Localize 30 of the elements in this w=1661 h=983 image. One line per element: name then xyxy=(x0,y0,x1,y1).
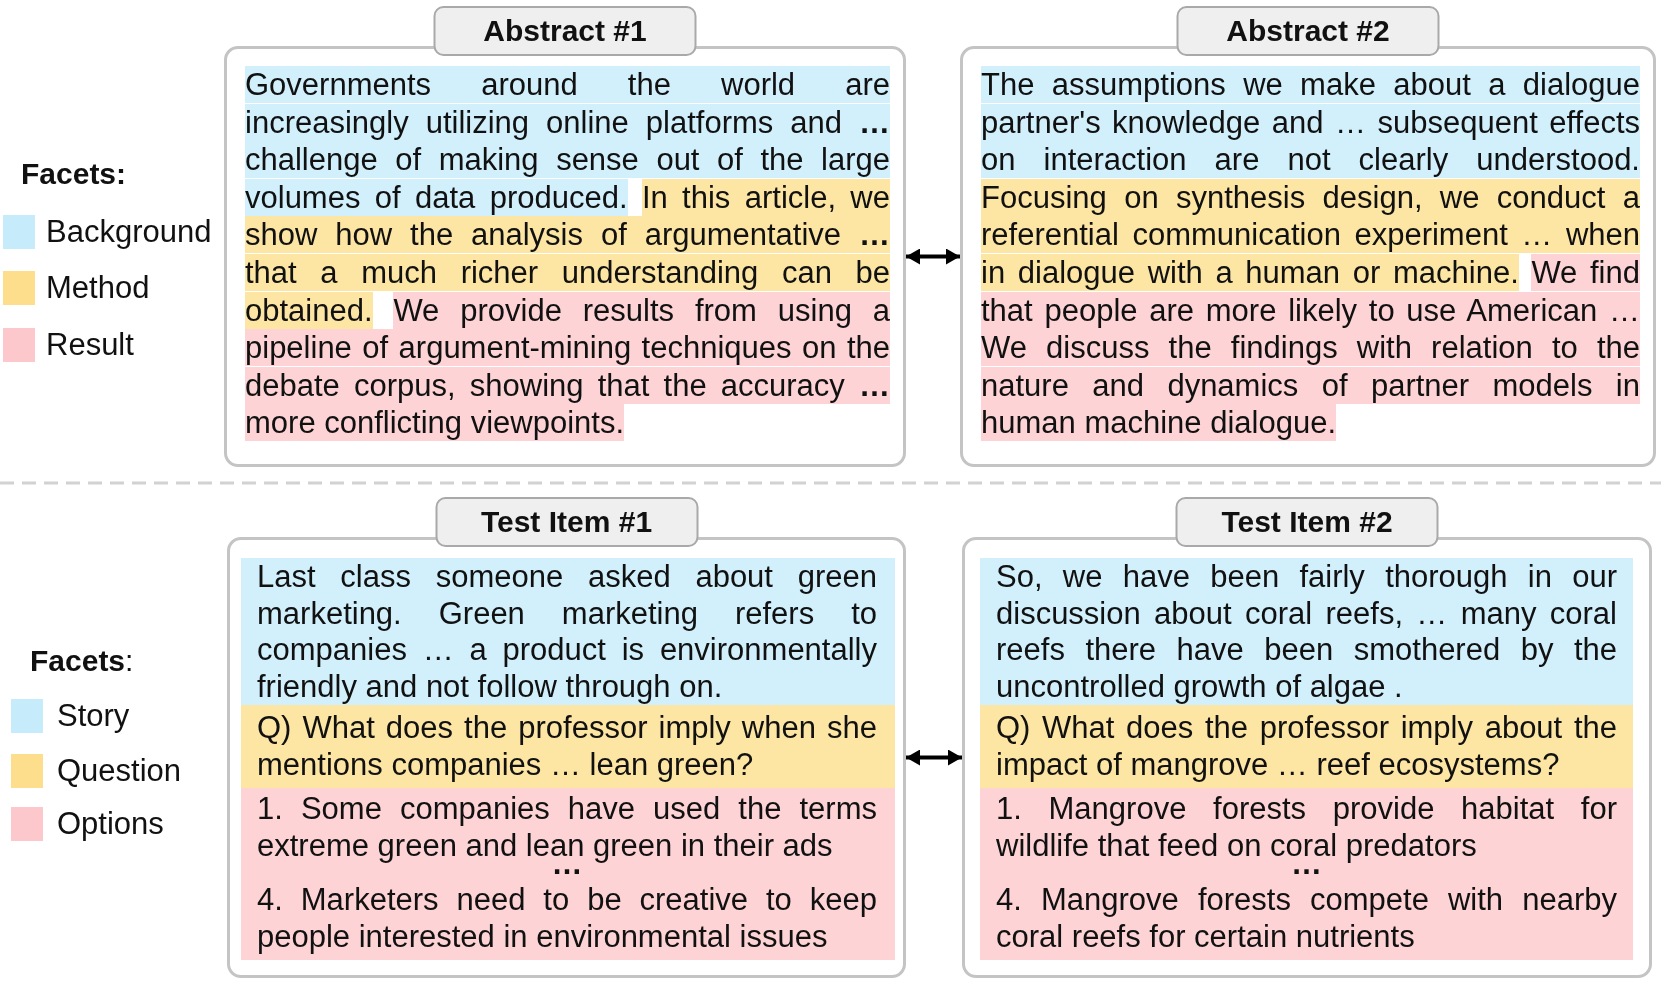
double-arrow xyxy=(906,248,960,265)
highlight-band xyxy=(980,788,1633,960)
legend-label: Method xyxy=(46,270,150,306)
ellipsis-text: … xyxy=(1291,864,1322,882)
legend-title: Facets: xyxy=(21,156,127,192)
highlight-band xyxy=(980,705,1633,788)
story-text: Last class someone asked about green marketing. Green marketing refers to companies … a product is environmentally friendly and not follow through on. xyxy=(257,559,877,705)
option-text: 1. Some companies have used the terms extreme green and lean green in their ads xyxy=(257,791,877,864)
highlight-band xyxy=(241,788,895,960)
legend-title: Facets: xyxy=(30,643,134,679)
legend-label: Background xyxy=(46,214,212,250)
story-text: So, we have been fairly thorough in our discussion about coral reefs, … many coral reefs there have been smothered by the uncontrolled growth of algae . xyxy=(996,559,1617,705)
highlighted-paragraph: Governments around the world are increasingly utilizing online platforms and … challenge of making sense out of the large volumes of data produced. In this article, we show how the analysis of argumentative … that a much richer understanding can be obtained. We provide results from using a pipeline of argument-mining techniques on the debate corpus, showing that the accuracy … more conflicting viewpoints. xyxy=(245,66,890,442)
option-text: 1. Mangrove forests provide habitat for wildlife that feed on coral predators xyxy=(996,791,1617,864)
option-text: 4. Mangrove forests compete with nearby coral reefs for certain nutrients xyxy=(996,882,1617,955)
double-arrow xyxy=(906,749,962,766)
highlight-band xyxy=(241,705,895,788)
title-tab: Abstract #2 xyxy=(1176,6,1440,56)
question-text: Q) What does the professor imply when she mentions companies … lean green? xyxy=(257,710,877,783)
question-text: Q) What does the professor imply about the impact of mangrove … reef ecosystems? xyxy=(996,710,1617,783)
option-text: 4. Marketers need to be creative to keep people interested in environmental issues xyxy=(257,882,877,955)
legend-label: Story xyxy=(57,698,130,734)
legend-label: Options xyxy=(57,806,164,842)
legend-label: Result xyxy=(46,327,134,363)
ellipsis-text: … xyxy=(551,864,584,882)
title-tab: Test Item #1 xyxy=(435,497,698,547)
highlighted-paragraph: The assumptions we make about a dialogue partner's knowledge and … subsequent effects on interaction are not clearly understood. Focusing on synthesis design, we conduct a referential communication experiment … when in dialogue with a human or machine. We find that people are more likely to use American … We discuss the findings with relation to the nature and dynamics of partner models in human machine dialogue. xyxy=(981,66,1640,442)
title-tab: Abstract #1 xyxy=(433,6,697,56)
title-tab: Test Item #2 xyxy=(1175,497,1439,547)
legend-label: Question xyxy=(57,753,182,789)
